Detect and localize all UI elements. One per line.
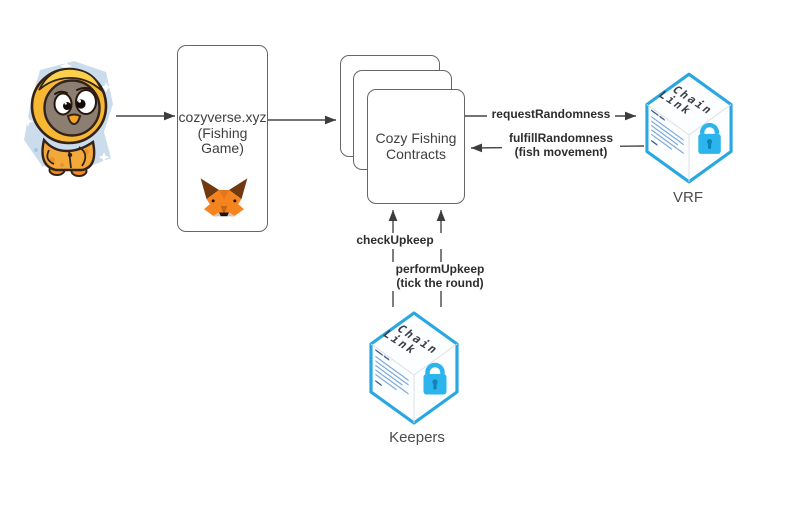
cozy-penguin-image (22, 60, 113, 177)
game-box-label: cozyverse.xyz (Fishing Game) (178, 109, 267, 156)
fulfill-randomness-line1: fulfillRandomness (508, 131, 613, 145)
fulfill-randomness-label: fulfillRandomness (fish movement) (502, 131, 620, 160)
perform-upkeep-line1: performUpkeep (395, 262, 485, 276)
metamask-fox-icon (200, 178, 248, 217)
code-lines (650, 109, 684, 154)
contracts-box: Cozy Fishing Contracts (367, 89, 465, 204)
chainlink-cube-icon: Chain Link (645, 72, 733, 184)
perform-upkeep-label: performUpkeep (tick the round) (391, 262, 489, 291)
fulfill-randomness-line2: (fish movement) (514, 144, 608, 159)
contracts-box-label: Cozy Fishing Contracts (375, 130, 457, 162)
chainlink-cube-icon: Chain Link (369, 311, 459, 425)
game-box: cozyverse.xyz (Fishing Game) (177, 45, 268, 232)
penguin-head (30, 67, 108, 145)
vrf-label: VRF (673, 189, 703, 206)
keepers-label: Keepers (389, 429, 445, 446)
check-upkeep-label: checkUpkeep (348, 233, 442, 249)
penguin-body (41, 137, 96, 177)
lock-icon (698, 122, 721, 154)
lock-icon (423, 362, 447, 395)
perform-upkeep-line2: (tick the round) (396, 275, 484, 290)
request-randomness-label: requestRandomness (487, 107, 615, 123)
code-lines (375, 349, 409, 395)
